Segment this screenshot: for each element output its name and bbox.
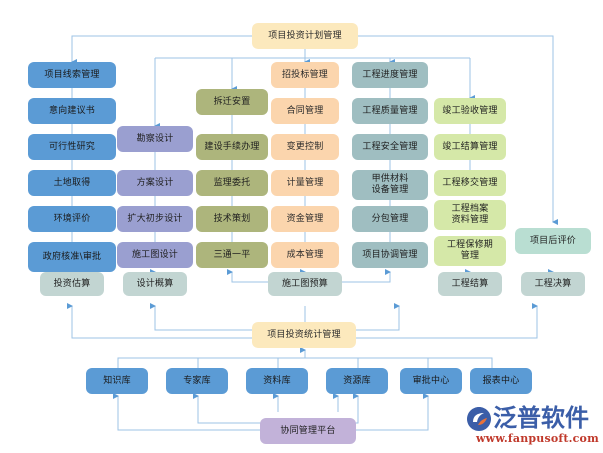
node-final-account[interactable]: 工程决算 xyxy=(521,272,585,296)
node-measurement-management[interactable]: 计量管理 xyxy=(271,170,339,196)
node-feasibility-study[interactable]: 可行性研究 xyxy=(28,134,116,160)
fanpu-logo: 泛普软件 www.fanpusoft.com xyxy=(466,404,599,450)
node-expert-base[interactable]: 专家库 xyxy=(166,368,228,394)
node-land-acquisition[interactable]: 土地取得 xyxy=(28,170,116,196)
node-document-base[interactable]: 资料库 xyxy=(246,368,308,394)
node-knowledge-base[interactable]: 知识库 xyxy=(86,368,148,394)
node-contract-management[interactable]: 合同管理 xyxy=(271,98,339,124)
node-cost-management[interactable]: 成本管理 xyxy=(271,242,339,268)
node-construction-procedures[interactable]: 建设手续办理 xyxy=(196,134,268,160)
node-design-budget-estimate[interactable]: 设计概算 xyxy=(123,272,187,296)
node-project-archives[interactable]: 工程档案 资料管理 xyxy=(434,200,506,230)
node-environmental-assessment[interactable]: 环境评价 xyxy=(28,206,116,232)
node-intent-proposal[interactable]: 意向建议书 xyxy=(28,98,116,124)
node-change-control[interactable]: 变更控制 xyxy=(271,134,339,160)
node-demolition-resettlement[interactable]: 拆迁安置 xyxy=(196,89,268,115)
node-construction-drawing-budget[interactable]: 施工图预算 xyxy=(268,272,342,296)
node-progress-management[interactable]: 工程进度管理 xyxy=(352,62,428,88)
node-investment-statistics[interactable]: 项目投资统计管理 xyxy=(252,322,356,348)
fanpu-logo-url: www.fanpusoft.com xyxy=(476,432,599,445)
fanpu-logo-mark xyxy=(467,407,491,431)
node-subcontract-management[interactable]: 分包管理 xyxy=(352,206,428,232)
node-government-approval[interactable]: 政府核准\审批 xyxy=(28,242,116,272)
node-survey-design[interactable]: 勘察设计 xyxy=(117,126,193,152)
node-project-coordination[interactable]: 项目协调管理 xyxy=(352,242,428,268)
node-construction-drawing-design[interactable]: 施工图设计 xyxy=(117,242,193,268)
node-investment-estimate[interactable]: 投资估算 xyxy=(40,272,104,296)
fanpu-logo-brand: 泛普软件 xyxy=(493,404,589,432)
node-three-connections-one-leveling[interactable]: 三通一平 xyxy=(196,242,268,268)
node-supervision-entrustment[interactable]: 监理委托 xyxy=(196,170,268,196)
node-warranty-period[interactable]: 工程保修期 管理 xyxy=(434,236,506,266)
node-quality-management[interactable]: 工程质量管理 xyxy=(352,98,428,124)
node-technical-planning[interactable]: 技术策划 xyxy=(196,206,268,232)
node-safety-management[interactable]: 工程安全管理 xyxy=(352,134,428,160)
node-approval-center[interactable]: 审批中心 xyxy=(400,368,462,394)
node-bidding-management[interactable]: 招投标管理 xyxy=(271,62,339,88)
node-resource-base[interactable]: 资源库 xyxy=(326,368,388,394)
node-scheme-design[interactable]: 方案设计 xyxy=(117,170,193,196)
node-project-lead-management[interactable]: 项目线索管理 xyxy=(28,62,116,88)
node-post-project-evaluation[interactable]: 项目后评价 xyxy=(515,228,591,254)
node-expanded-preliminary-design[interactable]: 扩大初步设计 xyxy=(117,206,193,232)
node-fund-management[interactable]: 资金管理 xyxy=(271,206,339,232)
node-root[interactable]: 项目投资计划管理 xyxy=(252,23,358,49)
node-completion-acceptance[interactable]: 竣工验收管理 xyxy=(434,98,506,124)
node-report-center[interactable]: 报表中心 xyxy=(470,368,532,394)
node-collaboration-platform[interactable]: 协同管理平台 xyxy=(260,418,356,444)
node-owner-supplied-materials[interactable]: 甲供材料 设备管理 xyxy=(352,170,428,200)
node-project-settlement[interactable]: 工程结算 xyxy=(438,272,502,296)
node-completion-settlement[interactable]: 竣工结算管理 xyxy=(434,134,506,160)
node-project-handover[interactable]: 工程移交管理 xyxy=(434,170,506,196)
